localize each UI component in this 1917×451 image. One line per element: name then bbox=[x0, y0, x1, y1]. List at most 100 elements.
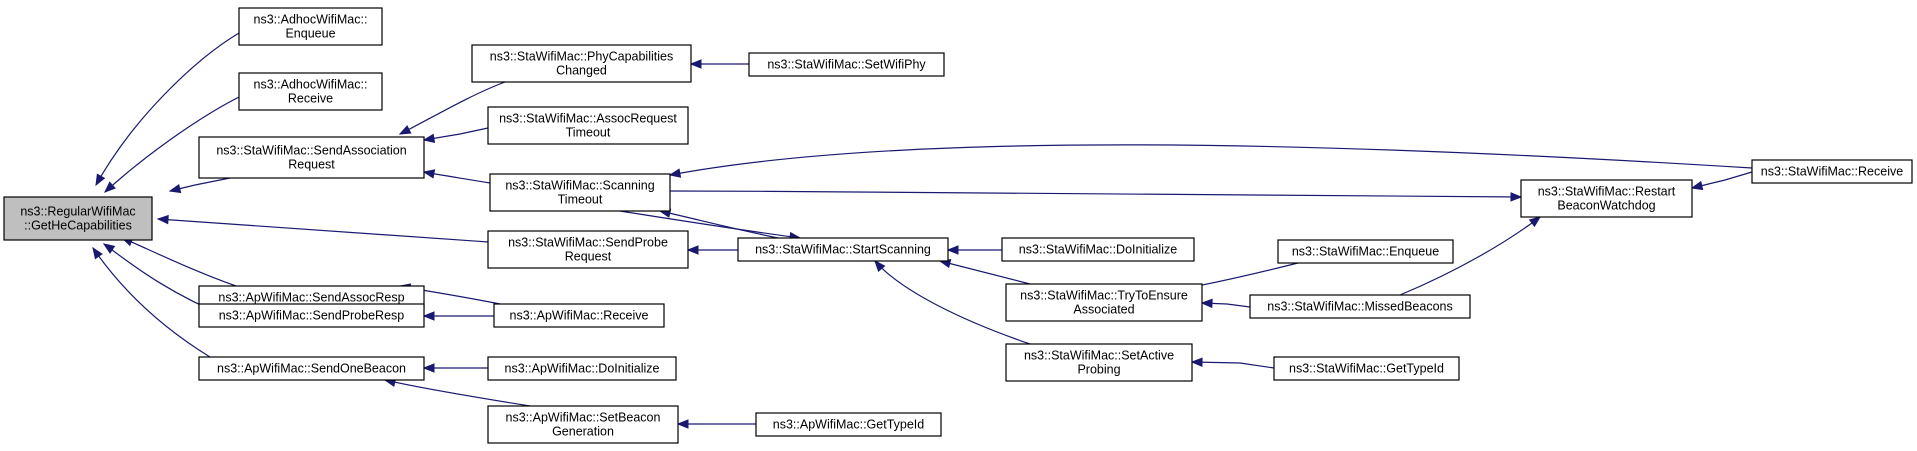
edge-ap-send-one-beacon-to-root bbox=[92, 246, 211, 358]
node-adhoc-receive[interactable]: ns3::AdhocWifiMac::Receive bbox=[238, 72, 383, 111]
node-box bbox=[198, 136, 425, 179]
node-box bbox=[1001, 237, 1195, 262]
arrowhead-icon bbox=[1190, 357, 1203, 367]
edge-sta-assoc-req-timeout-to-sta-send-assoc-req bbox=[422, 127, 489, 143]
node-box bbox=[487, 405, 679, 444]
edge-line bbox=[619, 210, 801, 239]
edge-line bbox=[669, 144, 1753, 176]
node-box bbox=[1249, 294, 1471, 319]
edge-sta-scanning-timeout-to-sta-send-assoc-req bbox=[422, 169, 491, 184]
node-label: ns3::StaWifiMac::TryToEnsure bbox=[1020, 289, 1188, 303]
arrowhead-icon bbox=[689, 59, 702, 69]
node-ap-receive[interactable]: ns3::ApWifiMac::Receive bbox=[493, 303, 665, 328]
edge-sta-receive-to-sta-scanning-timeout bbox=[668, 144, 1753, 178]
edge-line bbox=[423, 127, 489, 141]
node-box bbox=[487, 356, 677, 381]
edge-sta-send-assoc-req-to-root bbox=[168, 177, 231, 194]
node-label: ns3::StaWifiMac::SendProbe bbox=[508, 236, 668, 250]
node-sta-receive[interactable]: ns3::StaWifiMac::Receive bbox=[1751, 159, 1913, 184]
edge-line bbox=[874, 260, 1031, 345]
node-label: Associated bbox=[1073, 303, 1134, 317]
node-label: ns3::ApWifiMac::DoInitialize bbox=[505, 362, 660, 376]
node-box bbox=[1277, 239, 1454, 264]
node-box bbox=[493, 303, 665, 328]
node-label: ns3::StaWifiMac::StartScanning bbox=[755, 243, 931, 257]
node-ap-send-probe-resp[interactable]: ns3::ApWifiMac::SendProbeResp bbox=[198, 303, 425, 328]
node-label: Timeout bbox=[566, 126, 611, 140]
edge-sta-missed-beacons-to-sta-try-ensure-assoc bbox=[1200, 298, 1251, 309]
edge-line bbox=[157, 218, 489, 243]
node-label: ns3::StaWifiMac::Receive bbox=[1761, 165, 1903, 179]
edge-line bbox=[95, 32, 240, 186]
arrowhead-icon bbox=[95, 173, 106, 187]
arrowhead-icon bbox=[1528, 216, 1542, 228]
node-label: ns3::ApWifiMac::SetBeacon bbox=[506, 411, 661, 425]
edge-ap-get-type-id-to-ap-set-beacon-gen bbox=[676, 419, 756, 429]
node-box bbox=[1273, 356, 1460, 381]
node-label: ns3::StaWifiMac::Restart bbox=[1538, 185, 1676, 199]
node-sta-get-type-id[interactable]: ns3::StaWifiMac::GetTypeId bbox=[1273, 356, 1460, 381]
node-ap-get-type-id[interactable]: ns3::ApWifiMac::GetTypeId bbox=[755, 412, 942, 437]
node-box bbox=[1520, 179, 1693, 218]
node-label: BeaconWatchdog bbox=[1557, 199, 1655, 213]
node-label: ::GetHeCapabilities bbox=[24, 219, 132, 233]
edge-sta-set-wifi-phy-to-sta-phy-cap-changed bbox=[689, 59, 749, 69]
edge-sta-get-type-id-to-sta-set-active-probing bbox=[1190, 357, 1275, 369]
node-label: ns3::AdhocWifiMac:: bbox=[254, 13, 368, 27]
arrowhead-icon bbox=[422, 311, 435, 321]
edge-sta-try-ensure-assoc-to-sta-start-scanning bbox=[938, 258, 1031, 285]
edge-line bbox=[121, 237, 237, 287]
node-box bbox=[1751, 159, 1913, 184]
node-adhoc-enqueue[interactable]: ns3::AdhocWifiMac::Enqueue bbox=[238, 7, 383, 46]
arrowhead-icon bbox=[1510, 192, 1523, 202]
node-box bbox=[198, 303, 425, 328]
edge-sta-receive-to-sta-restart-beacon-watchdog bbox=[1690, 171, 1753, 191]
arrowhead-icon bbox=[102, 243, 116, 254]
node-label: ns3::StaWifiMac::DoInitialize bbox=[1019, 243, 1177, 257]
node-sta-enqueue[interactable]: ns3::StaWifiMac::Enqueue bbox=[1277, 239, 1454, 264]
node-label: ns3::ApWifiMac::SendOneBeacon bbox=[217, 362, 406, 376]
node-sta-missed-beacons[interactable]: ns3::StaWifiMac::MissedBeacons bbox=[1249, 294, 1471, 319]
node-ap-do-initialize[interactable]: ns3::ApWifiMac::DoInitialize bbox=[487, 356, 677, 381]
node-box bbox=[238, 72, 383, 111]
node-box bbox=[748, 52, 945, 77]
node-label: ns3::StaWifiMac::SetWifiPhy bbox=[767, 58, 926, 72]
node-label: Timeout bbox=[558, 193, 603, 207]
arrowhead-icon bbox=[398, 125, 412, 135]
node-root[interactable]: ns3::RegularWifiMac::GetHeCapabilities bbox=[3, 196, 153, 241]
edge-ap-send-assoc-resp-to-root bbox=[120, 237, 237, 287]
node-sta-do-initialize[interactable]: ns3::StaWifiMac::DoInitialize bbox=[1001, 237, 1195, 262]
edge-sta-start-scanning-to-sta-send-probe-req bbox=[686, 245, 738, 255]
node-box bbox=[755, 412, 942, 437]
arrowhead-icon bbox=[1690, 180, 1704, 191]
edge-adhoc-enqueue-to-root bbox=[95, 32, 240, 187]
arrowhead-icon bbox=[156, 214, 169, 225]
node-label: ns3::StaWifiMac::SendAssociation bbox=[216, 144, 406, 158]
node-box bbox=[471, 44, 692, 83]
node-sta-set-wifi-phy[interactable]: ns3::StaWifiMac::SetWifiPhy bbox=[748, 52, 945, 77]
edge-line bbox=[659, 210, 779, 239]
edge-line bbox=[1191, 361, 1275, 369]
node-sta-start-scanning[interactable]: ns3::StaWifiMac::StartScanning bbox=[737, 237, 949, 262]
call-nodes: ns3::RegularWifiMac::GetHeCapabilitiesns… bbox=[3, 7, 1913, 444]
edge-line bbox=[939, 260, 1031, 285]
edge-line bbox=[399, 81, 506, 135]
edge-sta-missed-beacons-to-sta-restart-beacon-watchdog bbox=[1399, 216, 1542, 296]
node-label: ns3::StaWifiMac::AssocRequest bbox=[499, 112, 677, 126]
node-label: ns3::ApWifiMac::SendAssocResp bbox=[218, 291, 404, 305]
node-ap-send-assoc-resp[interactable]: ns3::ApWifiMac::SendAssocResp bbox=[198, 285, 425, 310]
edge-sta-set-active-probing-to-sta-start-scanning bbox=[874, 259, 1031, 345]
node-label: ns3::StaWifiMac::MissedBeacons bbox=[1267, 300, 1453, 314]
node-ap-send-one-beacon[interactable]: ns3::ApWifiMac::SendOneBeacon bbox=[198, 356, 425, 381]
arrowhead-icon bbox=[676, 419, 689, 429]
arrowhead-icon bbox=[1200, 298, 1213, 309]
